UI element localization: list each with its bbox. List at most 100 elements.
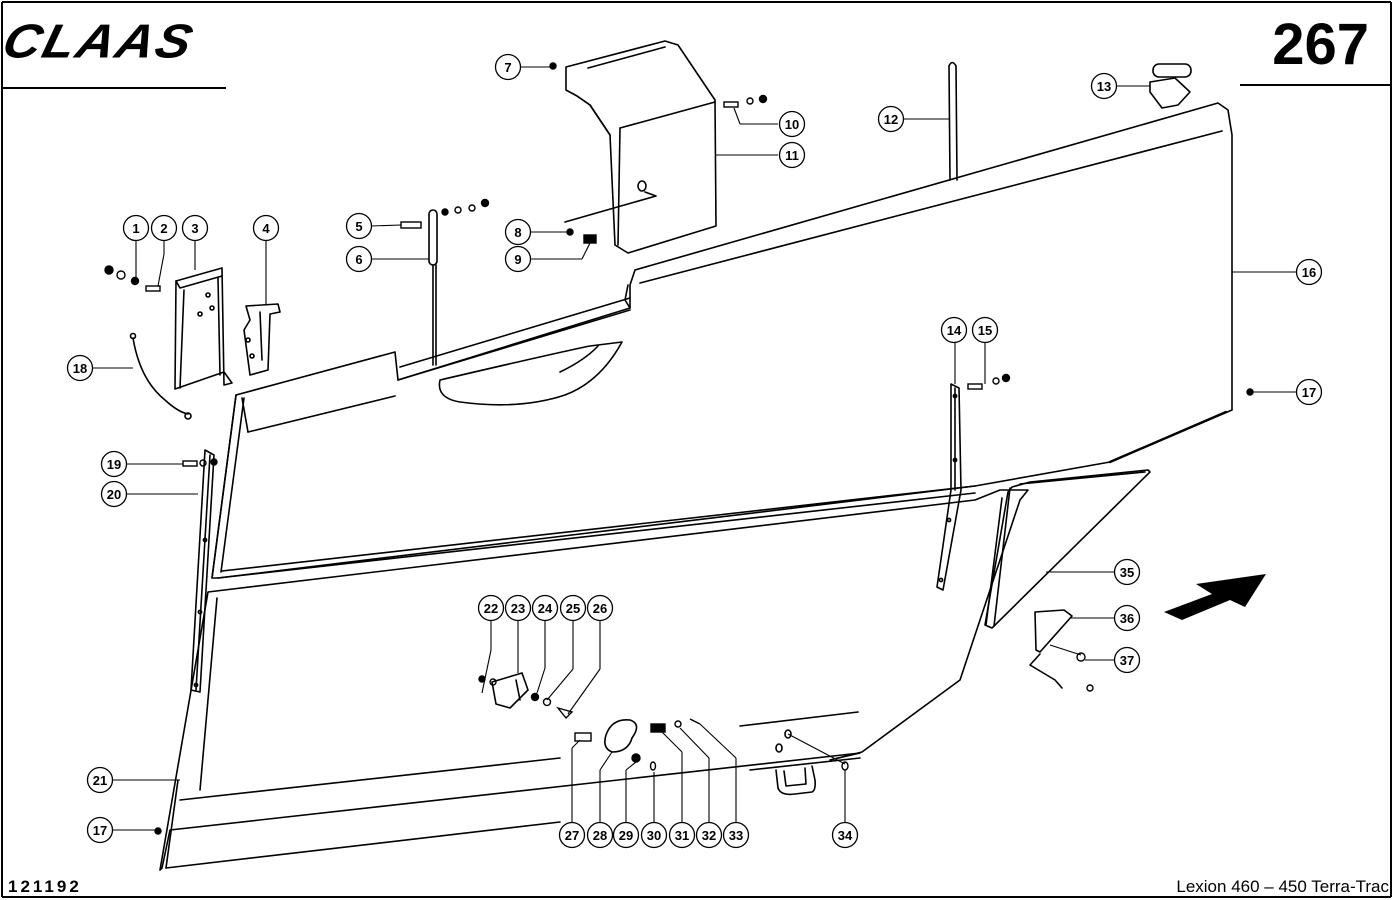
callout-circle — [252, 214, 280, 242]
callout-31: 31 — [668, 821, 696, 849]
rod-12 — [948, 61, 958, 181]
callout-16: 16 — [1295, 258, 1323, 286]
lower-panel — [159, 489, 1029, 871]
callout-23: 23 — [504, 594, 532, 622]
callout-label: 35 — [1120, 565, 1134, 580]
latch-4 — [243, 303, 281, 376]
callout-8: 8 — [504, 218, 532, 246]
callout-circle — [1113, 604, 1141, 632]
callout-24: 24 — [531, 594, 559, 622]
callout-label: 31 — [675, 828, 689, 843]
callout-label: 17 — [93, 823, 107, 838]
callout-33: 33 — [722, 821, 750, 849]
bracket-23 — [491, 672, 529, 709]
callout-circle — [477, 594, 505, 622]
callout-circle — [181, 214, 209, 242]
callout-label: 7 — [504, 60, 511, 75]
callout-37: 37 — [1113, 646, 1141, 674]
leader-lines — [92, 66, 1296, 831]
callout-circle — [1295, 378, 1323, 406]
callout-circle — [531, 594, 559, 622]
callout-label: 10 — [785, 117, 799, 132]
callout-label: 33 — [729, 828, 743, 843]
callout-circle — [558, 821, 586, 849]
callout-label: 9 — [514, 252, 521, 267]
upper-panel — [211, 102, 1233, 579]
bracket-36 — [1029, 609, 1073, 689]
callout-circle — [586, 821, 614, 849]
callout-label: 24 — [538, 601, 553, 616]
callout-circle — [940, 316, 968, 344]
hinge-13 — [1149, 63, 1192, 109]
callout-11: 11 — [778, 141, 806, 169]
brand-logo: CLAAS — [0, 15, 200, 69]
callout-circle — [86, 766, 114, 794]
callout-circle — [778, 141, 806, 169]
callout-circle — [66, 354, 94, 382]
callout-label: 13 — [1097, 79, 1111, 94]
callout-28: 28 — [586, 821, 614, 849]
callout-3: 3 — [181, 214, 209, 242]
corner-panel — [984, 469, 1151, 629]
callout-circle — [494, 53, 522, 81]
strip-20 — [190, 449, 215, 693]
callout-label: 19 — [107, 457, 121, 472]
callout-4: 4 — [252, 214, 280, 242]
callout-label: 17 — [1302, 385, 1316, 400]
callout-circle — [100, 450, 128, 478]
cover-11 — [564, 40, 717, 254]
callout-17: 17 — [86, 816, 114, 844]
callout-circle — [504, 218, 532, 246]
callout-circle — [695, 821, 723, 849]
callout-19: 19 — [100, 450, 128, 478]
model-name: Lexion 460 – 450 Terra-Trac — [1176, 877, 1389, 896]
drawing-number: 121192 — [8, 877, 82, 896]
callout-circle — [1090, 72, 1118, 100]
callout-15: 15 — [971, 316, 999, 344]
callout-label: 20 — [107, 487, 121, 502]
callout-circle — [668, 821, 696, 849]
callout-circle — [722, 821, 750, 849]
callout-29: 29 — [612, 821, 640, 849]
callout-2: 2 — [150, 214, 178, 242]
callout-12: 12 — [877, 105, 905, 133]
callout-label: 23 — [511, 601, 525, 616]
callout-13: 13 — [1090, 72, 1118, 100]
callout-label: 25 — [566, 601, 580, 616]
callout-label: 27 — [565, 828, 579, 843]
callout-circle — [831, 821, 859, 849]
callout-label: 29 — [619, 828, 633, 843]
callout-30: 30 — [640, 821, 668, 849]
callout-1: 1 — [122, 214, 150, 242]
callout-label: 16 — [1302, 265, 1316, 280]
callout-label: 21 — [93, 773, 107, 788]
latch-plate-28 — [604, 718, 638, 753]
callout-circle — [345, 245, 373, 273]
callout-circle — [1113, 558, 1141, 586]
callout-22: 22 — [477, 594, 505, 622]
callout-circle — [345, 212, 373, 240]
callout-label: 12 — [884, 112, 898, 127]
callout-circle — [86, 816, 114, 844]
callout-label: 2 — [160, 221, 167, 236]
callout-label: 34 — [838, 828, 853, 843]
callout-circle — [1113, 646, 1141, 674]
callout-label: 30 — [647, 828, 661, 843]
cable-18 — [132, 337, 189, 415]
strip-14 — [936, 383, 962, 591]
callout-34: 34 — [831, 821, 859, 849]
callout-circle — [778, 110, 806, 138]
callout-label: 36 — [1120, 611, 1134, 626]
callout-circle — [559, 594, 587, 622]
callout-label: 15 — [978, 323, 992, 338]
callout-label: 3 — [191, 221, 198, 236]
callout-circle — [586, 594, 614, 622]
callout-14: 14 — [940, 316, 968, 344]
callout-5: 5 — [345, 212, 373, 240]
callout-label: 4 — [262, 221, 270, 236]
callout-circle — [122, 214, 150, 242]
callout-label: 6 — [355, 252, 362, 267]
